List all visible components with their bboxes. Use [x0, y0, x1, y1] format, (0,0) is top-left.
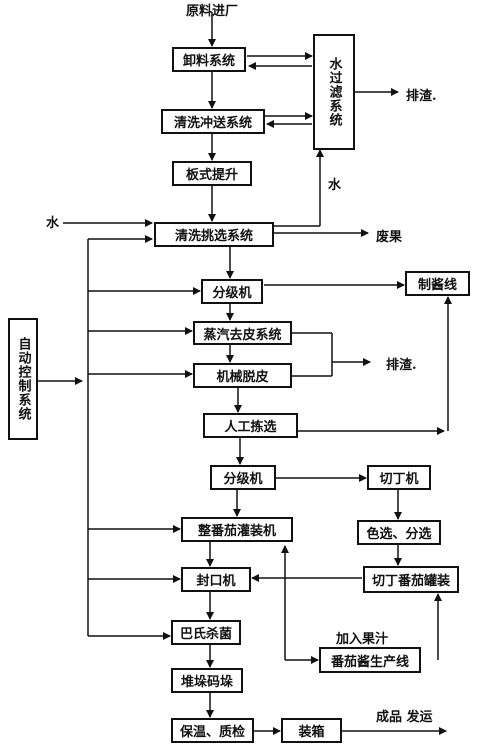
- finished-product-shipping-label: 成品 发运: [376, 710, 433, 725]
- unloading-system-box: 卸料系统: [172, 47, 246, 72]
- water-inlet-label: 水: [46, 216, 60, 231]
- can-sealer-box: 封口机: [181, 567, 251, 592]
- mechanical-peeler-box: 机械脱皮: [193, 363, 292, 388]
- pasteurizer-box: 巴氏杀菌: [171, 620, 241, 645]
- automatic-control-system-box: 自动控制系统: [8, 318, 38, 440]
- whole-tomato-filler-box: 整番茄灌装机: [181, 517, 293, 542]
- wash-sort-system-box: 清洗挑选系统: [154, 222, 274, 247]
- paste-line-box: 制酱线: [405, 271, 470, 296]
- cartoning-box: 装箱: [281, 718, 342, 743]
- paste-production-line-box: 番茄酱生产线: [319, 647, 421, 673]
- dicer-box: 切丁机: [367, 465, 431, 490]
- palletizer-box: 堆垛码垛: [171, 668, 243, 693]
- water-return-label: 水: [328, 178, 342, 193]
- steam-peeler-box: 蒸汽去皮系统: [193, 321, 292, 345]
- color-sorter-box: 色选、分选: [357, 520, 441, 545]
- manual-sorting-box: 人工拣选: [203, 413, 298, 438]
- raw-material-intake-label: 原料进厂: [186, 4, 239, 19]
- diced-tomato-canning-box: 切丁番茄罐装: [363, 566, 459, 593]
- grader-1-box: 分级机: [201, 279, 263, 304]
- add-juice-label: 加入果汁: [336, 632, 389, 647]
- insulation-qc-box: 保温、质检: [171, 718, 254, 743]
- slat-elevator-box: 板式提升: [172, 161, 252, 186]
- water-filter-system-box: 水过滤系统: [313, 34, 355, 150]
- slag-discharge-label-2: 排渣.: [386, 358, 417, 373]
- waste-fruit-label: 废果: [376, 230, 403, 245]
- wash-flush-system-box: 清洗冲送系统: [161, 109, 265, 134]
- slag-discharge-label-1: 排渣.: [406, 89, 437, 104]
- grader-2-box: 分级机: [210, 465, 276, 490]
